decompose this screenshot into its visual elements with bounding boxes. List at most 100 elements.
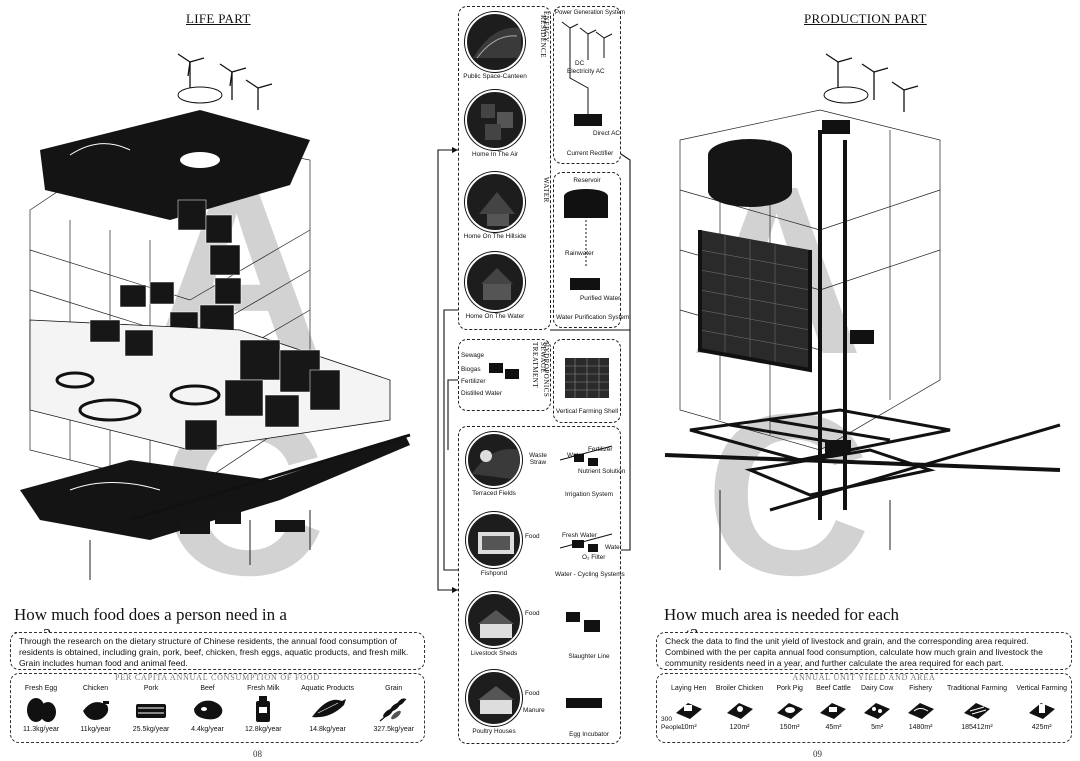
- energy-panel: ENERGY: [542, 6, 621, 164]
- vertical-farming-caption: Vertical Farming Shell: [555, 408, 619, 415]
- area-item-dairy-cow: Dairy Cow 5m²: [860, 685, 894, 731]
- area-item-name: Vertical Farming: [1016, 685, 1067, 692]
- water-note-purified: Purified Water: [580, 295, 621, 302]
- food-item-name: Fresh Milk: [247, 685, 280, 692]
- residence-label: RESIDENCE: [539, 15, 547, 58]
- terraced-fields-caption: Terraced Fields: [472, 490, 516, 497]
- side-note-fertilizer: Fertilizer: [588, 446, 613, 453]
- area-item-fishery: Fishery 1480m²: [904, 685, 938, 731]
- egg-incubator-caption: Egg Incubator: [569, 731, 609, 738]
- area-item-value: 45m²: [825, 724, 842, 731]
- area-item-value: 120m²: [729, 724, 750, 731]
- food-consumption-table: PER CAPITA ANNUAL CONSUMPTION OF FOOD Fr…: [10, 673, 425, 743]
- area-item-name: Beef Cattle: [816, 685, 851, 692]
- people-label: 300 People :: [661, 716, 686, 731]
- area-item-value: 1480m²: [908, 724, 933, 731]
- side-note-water-2: Water: [605, 544, 622, 551]
- water-note-rainwater: Rainwater: [565, 250, 594, 257]
- right-paragraph: Check the data to find the unit yield of…: [656, 632, 1072, 670]
- food-item-value: 12.8kg/year: [245, 726, 282, 733]
- area-item-vertical-farming: Vertical Farming 425m²: [1016, 685, 1067, 731]
- food-item-name: Grain: [385, 685, 403, 692]
- life-part-axonometric-illustration: [20, 53, 411, 580]
- area-item-cattle: Beef Cattle 45m²: [816, 685, 851, 731]
- wind-turbines: [177, 53, 273, 110]
- energy-note-direct: Direct AC: [593, 130, 620, 137]
- residence-hillside-caption: Home On The Hillside: [463, 233, 527, 240]
- farming-icon: [963, 703, 990, 719]
- pork-icon: [136, 704, 167, 718]
- dairy-cow-icon: [864, 703, 891, 719]
- area-item-value: 10m²: [680, 724, 697, 731]
- food-item-value: 327.5kg/year: [373, 726, 414, 733]
- slaughter-line-caption: Slaughter Line: [568, 653, 610, 660]
- grain-icon: [379, 698, 407, 722]
- livestock-sheds-image: [466, 592, 522, 648]
- production-systems-diagram: [559, 445, 613, 708]
- vertical-farming-icon: [1028, 703, 1055, 719]
- egg-icon: [27, 698, 57, 722]
- side-note-nutrient: Nutrient Solution: [578, 468, 626, 475]
- area-item-name: Broiler Chicken: [715, 685, 764, 692]
- area-item-name: Laying Hen: [671, 685, 707, 692]
- reservoir-diagram: [564, 189, 608, 290]
- area-yield-table: ANNUAL UNIT YIELD AND AREA 300 People : …: [656, 673, 1072, 743]
- area-item-name: Dairy Cow: [861, 685, 894, 692]
- chicken-icon: [82, 701, 109, 720]
- energy-label: ENERGY: [542, 11, 550, 43]
- area-items-row: Laying Hen 10m² Broiler Chicken 120m² Po…: [657, 682, 1071, 731]
- food-item-value: 4.4kg/year: [191, 726, 224, 733]
- residence-air-image: [465, 90, 525, 150]
- sewage-panel: SEWAGE TREATMENT: [458, 339, 551, 411]
- fishpond-image: [466, 512, 522, 568]
- poultry-houses-caption: Poultry Houses: [472, 728, 516, 735]
- area-item-name: Fishery: [909, 685, 933, 692]
- side-note-food-3: Food: [525, 690, 540, 697]
- right-page-number: 09: [813, 749, 822, 759]
- area-table-caption: ANNUAL UNIT YIELD AND AREA: [792, 673, 936, 682]
- terraced-fields-image: [466, 432, 522, 488]
- food-item-name: Aquatic Products: [301, 685, 354, 692]
- area-item-traditional-farming: Traditional Farming 185412m²: [947, 685, 1007, 731]
- residence-hillside-image: [465, 172, 525, 232]
- area-item-pig: Pork Pig 150m²: [773, 685, 807, 731]
- residence-air-caption: Home In The Air: [471, 151, 519, 158]
- residence-canteen-image: [465, 12, 525, 72]
- residence-canteen-caption: Public Space-Canteen: [463, 73, 527, 80]
- current-rectifier-caption: Current Rectifier: [566, 150, 614, 157]
- water-purification-caption: Water Purification System: [556, 314, 630, 321]
- side-note-food-2: Food: [525, 610, 540, 617]
- food-item-value: 11.3kg/year: [23, 726, 60, 733]
- side-note-o2-filter: O₂ Filter: [582, 554, 606, 561]
- fishery-icon: [907, 703, 934, 719]
- hydroponics-label: HYDROPONICS: [542, 342, 550, 398]
- food-item-egg: Fresh Egg 11.3kg/year: [23, 685, 59, 733]
- food-item-name: Chicken: [82, 685, 109, 692]
- food-item-name: Fresh Egg: [24, 685, 58, 692]
- left-paragraph: Through the research on the dietary stru…: [10, 632, 425, 670]
- sewage-note-sewage: Sewage: [461, 352, 485, 359]
- food-item-beef: Beef 4.4kg/year: [190, 685, 226, 733]
- food-table-caption: PER CAPITA ANNUAL CONSUMPTION OF FOOD: [115, 673, 320, 682]
- food-item-pork: Pork 25.5kg/year: [132, 685, 170, 733]
- beef-icon: [193, 700, 222, 720]
- broiler-icon: [726, 703, 753, 719]
- water-cycling-caption: Water - Cycling Systems: [555, 571, 625, 578]
- food-item-milk: Fresh Milk 12.8kg/year: [245, 685, 282, 733]
- residence-water-image: [465, 252, 525, 312]
- right-section-title: PRODUCTION PART: [804, 11, 927, 26]
- irrigation-system-caption: Irrigation System: [565, 491, 613, 498]
- food-item-chicken: Chicken 11kg/year: [79, 685, 113, 733]
- food-item-name: Beef: [200, 685, 215, 692]
- food-item-value: 25.5kg/year: [132, 726, 170, 733]
- food-item-value: 11kg/year: [80, 726, 111, 733]
- side-note-fresh-water: Fresh Water: [562, 532, 597, 539]
- energy-note-ac: Electricity AC: [567, 68, 605, 75]
- laying-hen-icon: [675, 703, 702, 719]
- wind-turbine-diagram: [561, 21, 613, 126]
- left-section-title: LIFE PART: [186, 11, 251, 26]
- area-item-value: 150m²: [779, 724, 800, 731]
- cattle-icon: [820, 703, 847, 719]
- power-generation-title: Power Generation System: [555, 10, 626, 16]
- left-page-number: 08: [253, 749, 262, 759]
